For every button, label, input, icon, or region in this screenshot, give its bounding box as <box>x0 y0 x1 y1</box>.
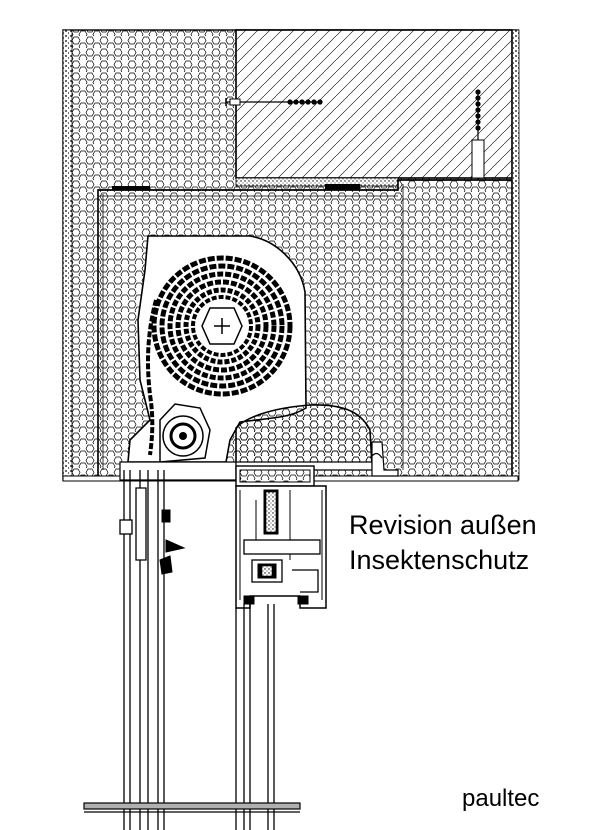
brand-label: paultec <box>462 785 540 812</box>
label-insect-protection: Insektenschutz <box>349 545 530 575</box>
glazing <box>235 604 275 830</box>
shutter-coil <box>151 255 293 397</box>
shutter-guide-rails <box>119 470 186 830</box>
anchor-screw-left <box>225 98 323 106</box>
lintel-block <box>235 29 513 187</box>
anchor-screw-right <box>471 89 485 180</box>
shutter-curtain <box>146 299 158 456</box>
window-sill <box>83 802 301 813</box>
window-frame-profile <box>235 465 327 609</box>
guide-roller <box>159 403 211 463</box>
label-revision-outside: Revision außen <box>349 510 537 540</box>
